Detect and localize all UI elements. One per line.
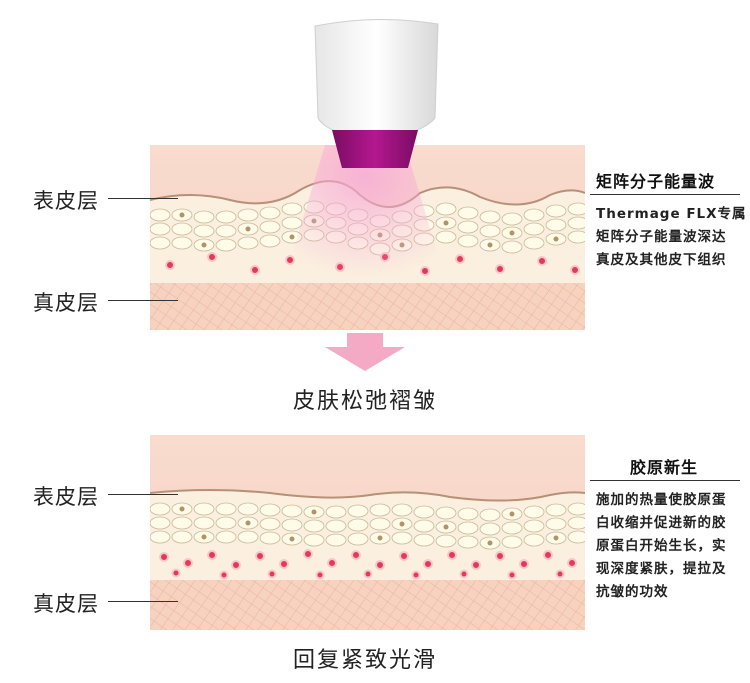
device-icon xyxy=(314,18,439,168)
side-text-top: Thermage FLX专属 矩阵分子能量波深达 真皮及其他皮下组织 xyxy=(596,203,747,272)
side-rule-top xyxy=(590,194,740,195)
top-skin-diagram xyxy=(149,145,589,330)
caption-top: 皮肤松弛褶皱 xyxy=(292,389,437,414)
dermis-label-top: 真皮层 xyxy=(33,291,99,315)
thermage-device xyxy=(310,18,440,168)
side-line: 白收缩并促进新的胶 xyxy=(596,515,727,531)
side-line: 现深度紧肤，提拉及 xyxy=(596,561,727,577)
down-arrow-icon xyxy=(325,333,405,373)
side-title-top: 矩阵分子能量波 xyxy=(596,172,716,191)
caption-bottom: 回复紧致光滑 xyxy=(292,648,437,673)
epidermis-leader-top xyxy=(108,198,178,199)
side-line: 真皮及其他皮下组织 xyxy=(596,252,727,268)
dermis-label-bottom: 真皮层 xyxy=(33,592,99,616)
bottom-skin-illustration xyxy=(149,435,589,630)
dermis-leader-top xyxy=(108,300,178,301)
top-skin-illustration xyxy=(149,145,589,330)
side-title-bottom: 胶原新生 xyxy=(630,458,699,477)
side-rule-bottom xyxy=(590,480,740,481)
side-line: 原蛋白开始生长，实 xyxy=(596,538,727,554)
side-line: 抗皱的功效 xyxy=(596,584,669,600)
side-text-bottom: 施加的热量使胶原蛋 白收缩并促进新的胶 原蛋白开始生长，实 现深度紧肤，提拉及 … xyxy=(596,489,727,604)
side-line: Thermage FLX专属 xyxy=(596,206,747,222)
epidermis-label-top: 表皮层 xyxy=(33,189,99,213)
dermis-leader-bottom xyxy=(108,601,178,602)
bottom-skin-diagram xyxy=(149,435,589,630)
collagen-red-cells xyxy=(159,549,577,580)
epidermis-leader-bottom xyxy=(108,494,178,495)
side-line: 施加的热量使胶原蛋 xyxy=(596,492,727,508)
side-line: 矩阵分子能量波深达 xyxy=(596,229,727,245)
epidermis-cells-bottom xyxy=(149,502,589,550)
epidermis-label-bottom: 表皮层 xyxy=(33,485,99,509)
